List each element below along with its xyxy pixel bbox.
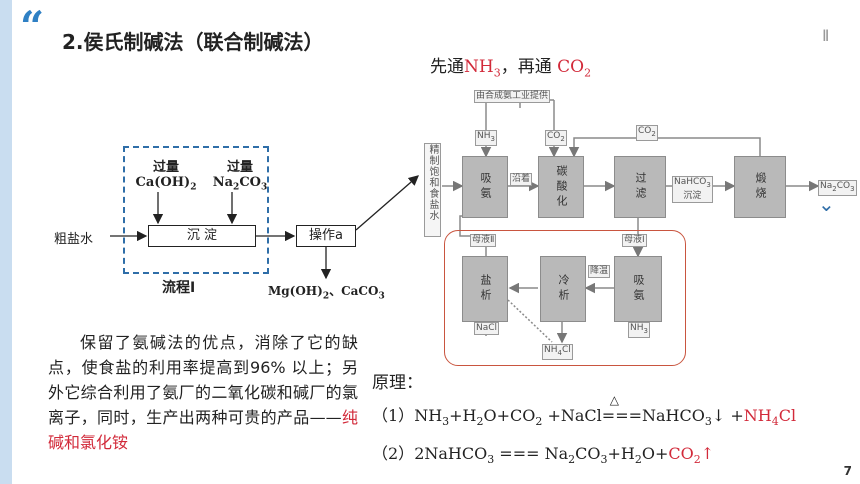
cooling-unit: 冷析: [540, 256, 586, 322]
flow1-label: 流程Ⅰ: [162, 280, 196, 296]
nh4cl-output-label: NH4Cl: [542, 344, 573, 360]
flow1-arrows: [110, 175, 419, 280]
reagent1-label: 过量 Ca(OH)2: [135, 160, 197, 193]
absorb-ammonia-unit-2: 吸氨: [614, 256, 662, 322]
chevron-down-icon[interactable]: ⌄: [818, 192, 835, 216]
reagent2-label: 过量 Na2CO3: [212, 160, 268, 193]
co2-return-label: CO2: [636, 125, 658, 141]
salting-out-unit: 盐析: [462, 256, 508, 322]
pause-icon[interactable]: II: [822, 26, 830, 45]
to-carbonation-label: 沿着: [510, 173, 533, 186]
carbonation-unit: 碳酸化: [538, 156, 584, 218]
nh3-recycle-label: NH3: [628, 322, 650, 338]
operation-a-box: 操作a: [296, 225, 356, 247]
recycle-highlight-frame: [444, 230, 686, 366]
nacl-label: NaCl: [474, 322, 500, 335]
flow1-output: Mg(OH)2、CaCO3: [268, 284, 385, 302]
nh3-input-label: NH3: [475, 130, 497, 146]
input-label: 粗盐水: [54, 232, 94, 247]
products-highlight: 纯碱和氯化铵: [48, 408, 358, 452]
left-accent-bar: [0, 0, 12, 484]
quote-icon: “: [20, 2, 45, 51]
product-label: Na2CO3: [818, 180, 857, 196]
precipitate-box: 沉 淀: [148, 225, 256, 247]
equation-2: （2）2NaHCO3 === Na2CO3+H2O+CO2↑: [372, 444, 715, 467]
description-paragraph: 保留了氨碱法的优点，消除了它的缺点，使食盐的利用率提高到96% 以上；另外它综合…: [48, 333, 358, 452]
cooling-label: 降温: [588, 265, 611, 278]
source-label: 由合成氨工业提供: [474, 90, 551, 103]
mother-liquor-2-label: 母液Ⅱ: [470, 234, 497, 247]
absorb-ammonia-unit-1: 吸氨: [462, 156, 508, 218]
equation-1: （1）NH3+H2O+CO2 +NaCl△===NaHCO3↓ +NH4Cl: [372, 393, 797, 429]
slide-title: 2.侯氏制碱法（联合制碱法）: [62, 30, 324, 54]
subtitle: 先通NH3，再通 CO2: [430, 57, 592, 80]
calcine-unit: 煅烧: [734, 156, 786, 218]
principle-label: 原理：: [372, 373, 423, 393]
mother-liquor-1-label: 母液Ⅰ: [622, 234, 647, 247]
page-number: 7: [843, 464, 852, 478]
feed-label: 精制饱和食盐水: [424, 143, 441, 237]
filter-unit: 过滤: [614, 156, 666, 218]
co2-input-label: CO2: [545, 130, 567, 146]
flow1-dashed-frame: [123, 146, 269, 274]
